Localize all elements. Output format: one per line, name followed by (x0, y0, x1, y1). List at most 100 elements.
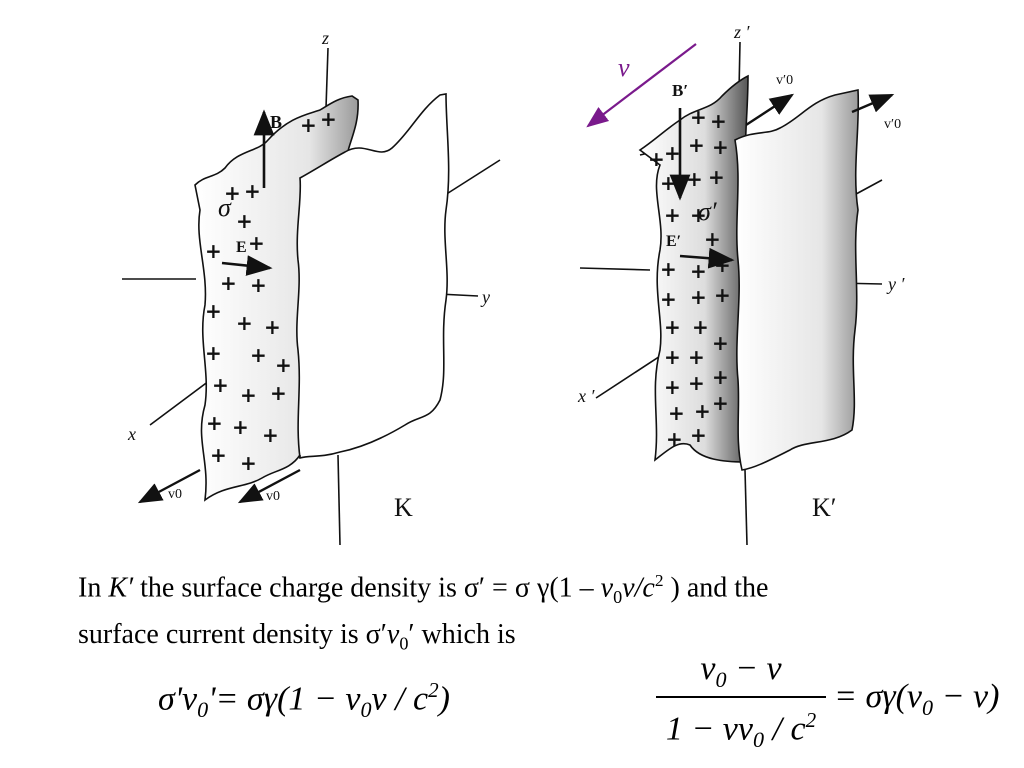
svg-text:+: + (688, 133, 705, 157)
left-v0-arrow-1 (137, 468, 201, 504)
left-z-axis-lower (337, 454, 341, 546)
text-fragment: 2 (654, 571, 664, 590)
frame-velocity-arrow (586, 43, 697, 128)
right-e-field-arrow (679, 247, 735, 269)
description-line-1: In K′ the surface charge density is σ′ =… (78, 562, 958, 616)
left-x-label: x (127, 424, 136, 444)
left-frame-label: K (394, 493, 413, 522)
left-y-label: y (480, 287, 490, 307)
right-x-label: x ′ (577, 386, 595, 406)
equation-rhs: = σγ(v0 − v) (834, 678, 999, 721)
svg-text:+: + (275, 353, 292, 377)
text-fragment: v (600, 572, 614, 604)
text-fragment: ) and the (663, 572, 769, 604)
svg-text:+: + (694, 399, 711, 423)
text-fragment: the surface charge density is σ′ = σ γ(1… (133, 572, 601, 604)
text-fragment: v (622, 572, 635, 604)
right-v0-arrow-2 (851, 93, 895, 114)
svg-text:+: + (240, 451, 257, 475)
text-fragment: 0 (715, 666, 727, 692)
description-line-2: surface current density is σ′v0′ which i… (78, 616, 958, 663)
svg-text:+: + (262, 423, 279, 447)
frame-velocity-label: v (618, 53, 630, 82)
text-fragment: 0 (922, 694, 934, 720)
svg-text:+: + (250, 273, 267, 297)
text-fragment: 0 (752, 727, 765, 753)
fraction-bar (656, 696, 826, 698)
right-z-axis-lower (744, 469, 748, 546)
svg-text:+: + (708, 165, 725, 189)
svg-text:+: + (264, 315, 281, 339)
svg-text:+: + (248, 231, 265, 255)
left-plain-sheet (296, 93, 450, 460)
svg-text:+: + (300, 113, 317, 137)
text-fragment: ) (438, 680, 450, 718)
description-paragraph: In K′ the surface charge density is σ′ =… (78, 562, 958, 663)
svg-text:+: + (660, 257, 677, 281)
text-fragment: 2 (805, 708, 817, 732)
svg-text:+: + (210, 443, 227, 467)
current-density-equation: σ'v0'= σγ(1 − v0v / c2) v0 − v 1 − vv0 /… (158, 650, 999, 760)
frame-symbol: K′ (108, 572, 134, 604)
svg-text:+: + (668, 401, 685, 425)
svg-text:+: + (712, 391, 729, 415)
left-b-label: B (270, 112, 282, 132)
svg-text:+: + (660, 171, 677, 195)
equation-lhs: σ'v0'= σγ(1 − v0v / c2) (158, 678, 450, 723)
left-v0-arrow-2 (237, 468, 301, 504)
svg-text:+: + (660, 287, 677, 311)
svg-text:+: + (212, 373, 229, 397)
svg-text:+: + (712, 135, 729, 159)
text-fragment: 0 (360, 697, 372, 723)
svg-text:+: + (236, 311, 253, 335)
svg-text:+: + (664, 345, 681, 369)
right-v0-label-1: v′0 (776, 73, 793, 88)
right-panel (579, 41, 895, 546)
left-charge-signs: ++ + ++ ++ +++ +++ +++ +++ ++ ++ (205, 107, 337, 475)
svg-text:+: + (710, 109, 727, 133)
left-z-axis (325, 47, 329, 109)
svg-text:+: + (206, 411, 223, 435)
svg-text:+: + (688, 345, 705, 369)
text-fragment: v (386, 618, 400, 650)
svg-text:+: + (704, 227, 721, 251)
left-e-label: E (236, 239, 247, 256)
fraction-denominator: 1 − vv0 / c2 (656, 708, 826, 753)
svg-text:+: + (690, 285, 707, 309)
left-v0-label-2: v0 (266, 489, 280, 504)
svg-text:+: + (232, 415, 249, 439)
right-frame-label: K′ (812, 493, 836, 522)
svg-text:+: + (205, 299, 222, 323)
svg-text:+: + (220, 271, 237, 295)
svg-text:+: + (664, 375, 681, 399)
svg-text:+: + (690, 423, 707, 447)
right-y-label: y ′ (886, 274, 905, 294)
right-x-axis-left (579, 267, 651, 271)
text-fragment: 0 (613, 586, 623, 607)
right-sigma-label: σ′ (698, 197, 717, 226)
svg-text:+: + (664, 315, 681, 339)
right-charge-signs: ++ ++++ +++ ++ + +++ +++ ++ +++ +++ ++ +… (648, 105, 731, 451)
svg-text:+: + (688, 371, 705, 395)
left-v0-label-1: v0 (168, 487, 182, 502)
svg-text:+: + (712, 331, 729, 355)
svg-text:+: + (236, 209, 253, 233)
svg-text:+: + (240, 383, 257, 407)
right-plain-sheet (734, 89, 860, 471)
right-b-label: B′ (672, 81, 688, 100)
svg-text:+: + (205, 341, 222, 365)
left-sigma-label: σ (218, 193, 232, 222)
svg-text:+: + (690, 259, 707, 283)
svg-text:+: + (714, 253, 731, 277)
svg-text:+: + (666, 427, 683, 451)
equation-fraction: v0 − v 1 − vv0 / c2 (656, 650, 826, 760)
svg-text:+: + (320, 107, 337, 131)
right-z-label: z ′ (733, 22, 751, 42)
svg-text:+: + (270, 381, 287, 405)
svg-text:+: + (714, 283, 731, 307)
fraction-numerator: v0 − v (656, 650, 826, 693)
svg-text:+: + (224, 181, 241, 205)
text-fragment: 1 − vv (665, 710, 753, 748)
text-fragment: surface current density is σ′ (78, 618, 387, 650)
svg-text:+: + (712, 365, 729, 389)
